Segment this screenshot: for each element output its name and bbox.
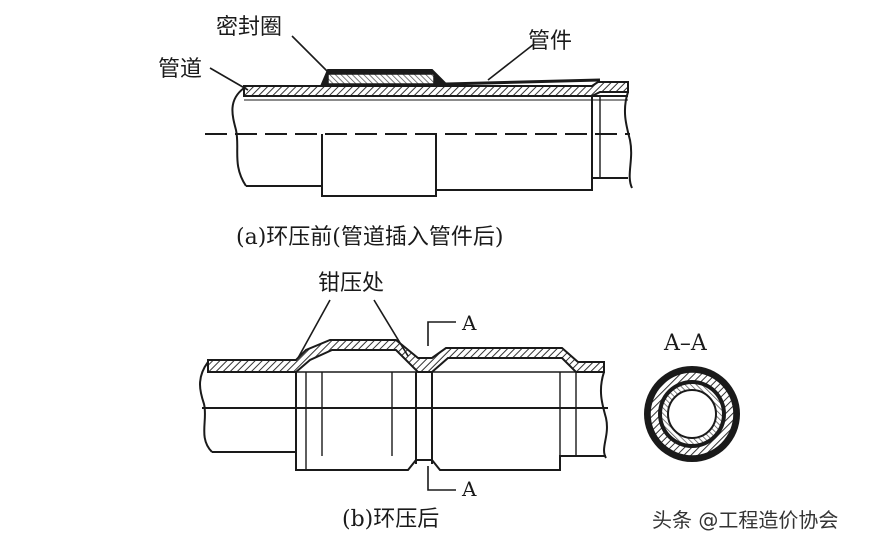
pipe-b-right-end [599, 371, 608, 459]
figure-a [205, 69, 633, 197]
section-mark-top: A [461, 311, 477, 335]
section-a-a-view [644, 366, 740, 462]
seal-ring-a [327, 73, 435, 85]
leaders-b [297, 299, 456, 491]
label-fitting: 管件 [528, 29, 572, 54]
section-title: A–A [663, 331, 708, 356]
label-pipe: 管道 [158, 57, 202, 82]
label-seal-ring: 密封圈 [216, 15, 282, 40]
label-crimp-point: 钳压处 [318, 271, 384, 296]
pipe-b-left-end [199, 361, 213, 453]
caption-b: (b)环压后 [342, 507, 439, 532]
fitting-b-wall [207, 339, 605, 373]
leaders-a [209, 35, 535, 91]
pipe-a-right-end [623, 91, 633, 189]
section-mark-bottom: A [461, 477, 477, 501]
figure-b [199, 339, 608, 471]
pipe-a-left-end [231, 87, 247, 187]
caption-a: (a)环压前(管道插入管件后) [236, 225, 503, 250]
watermark: 头条 @工程造价协会 [652, 508, 838, 532]
